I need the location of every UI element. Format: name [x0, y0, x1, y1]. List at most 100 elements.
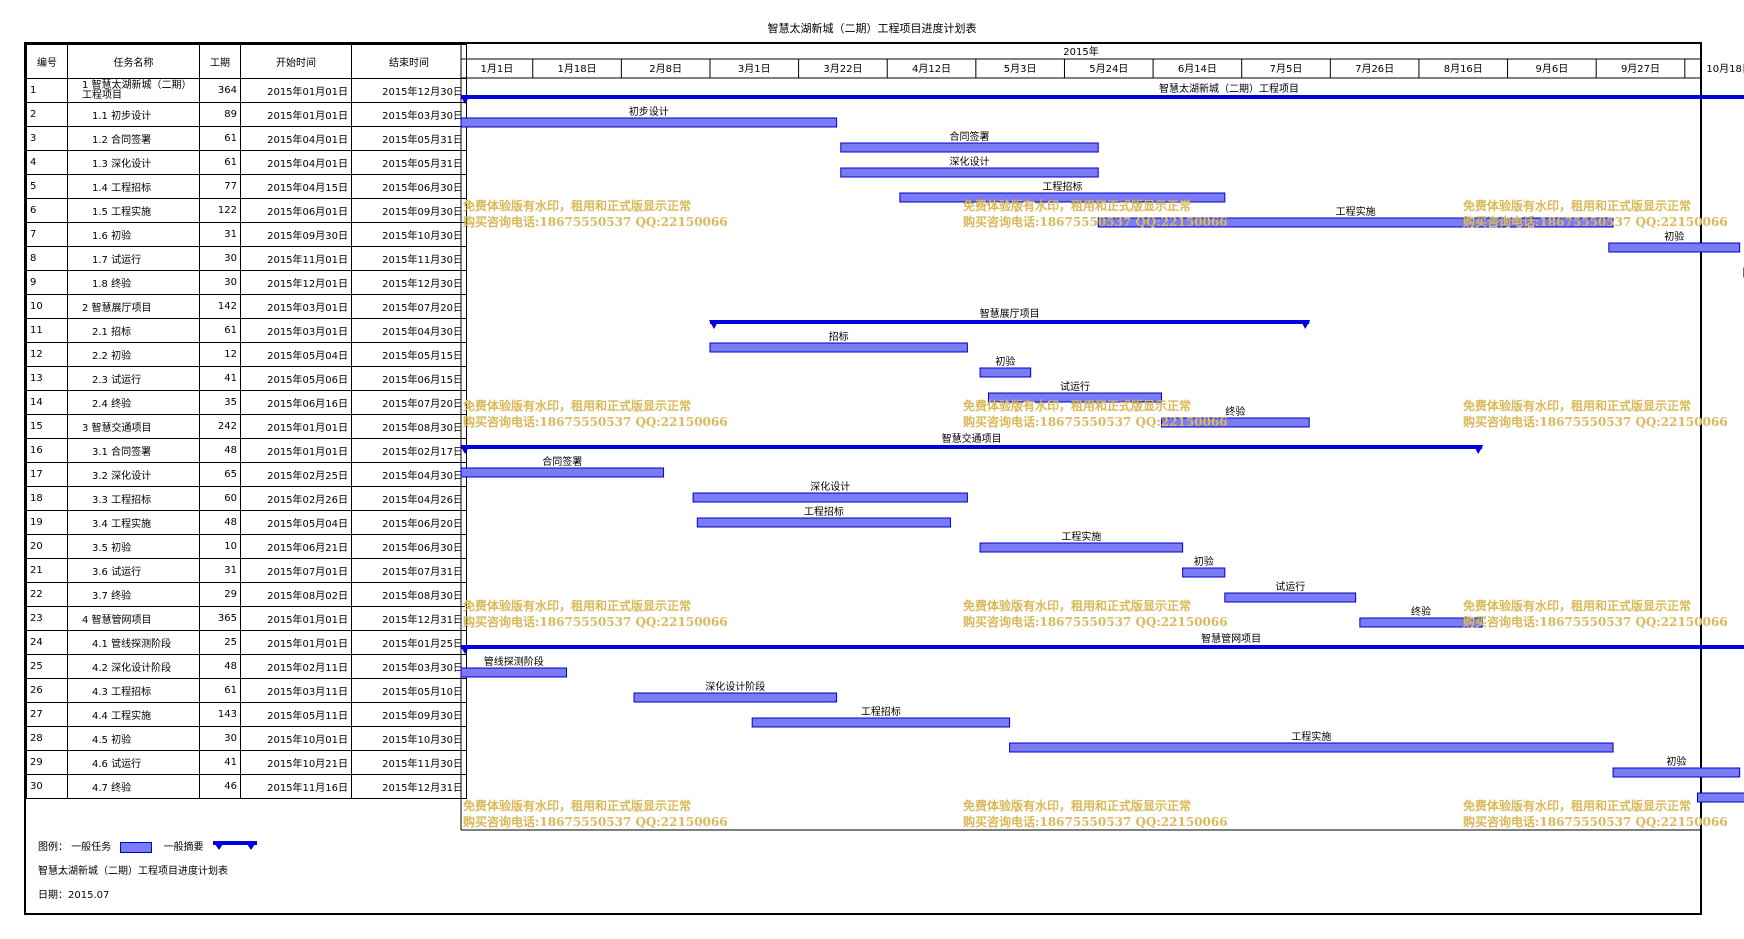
- task-id: 16: [26, 438, 68, 463]
- task-label: 试运行: [1060, 380, 1090, 393]
- task-bar: [1097, 217, 1614, 228]
- task-bar: [840, 142, 1099, 153]
- watermark-line2: 购买咨询电话:18675550537 QQ:22150066: [963, 415, 1228, 429]
- watermark: 免费体验版有水印，租用和正式版显示正常购买咨询电话:18675550537 QQ…: [1463, 598, 1728, 630]
- task-name: 4.7 终验: [67, 774, 200, 799]
- task-bar: [979, 367, 1032, 378]
- task-label: 工程实施: [1061, 530, 1101, 543]
- task-name: 3.5 初验: [67, 534, 200, 559]
- task-label: 深化设计: [810, 480, 850, 493]
- task-bar: [979, 542, 1184, 553]
- timeline-tick-label: 3月1日: [738, 63, 771, 75]
- task-duration: 61: [199, 150, 241, 175]
- task-start: 2015年08月02日: [240, 582, 352, 607]
- watermark-line1: 免费体验版有水印，租用和正式版显示正常: [1463, 199, 1692, 213]
- task-label: 初验: [995, 355, 1015, 368]
- task-end: 2015年09月30日: [351, 198, 467, 223]
- header-id: 编号: [26, 44, 68, 79]
- task-id: 26: [26, 678, 68, 703]
- task-end: 2015年07月31日: [351, 558, 467, 583]
- watermark: 免费体验版有水印，租用和正式版显示正常购买咨询电话:18675550537 QQ…: [463, 198, 728, 230]
- watermark: 免费体验版有水印，租用和正式版显示正常购买咨询电话:18675550537 QQ…: [463, 798, 728, 830]
- task-id: 27: [26, 702, 68, 727]
- summary-start-marker: [460, 95, 470, 104]
- legend-summary-label: 一般摘要: [163, 842, 204, 853]
- task-end: 2015年10月30日: [351, 726, 467, 751]
- task-bar: [1608, 242, 1741, 253]
- timeline-tick-label: 5月24日: [1089, 63, 1128, 75]
- table-header-row: 编号 任务名称 工期 开始时间 结束时间: [26, 44, 467, 79]
- task-name: 4.4 工程实施: [67, 702, 200, 727]
- task-end: 2015年03月30日: [351, 102, 467, 127]
- year-label: 2015年: [1063, 45, 1098, 58]
- task-id: 21: [26, 558, 68, 583]
- task-bar: [692, 492, 968, 503]
- task-label: 工程招标: [804, 505, 844, 518]
- task-start: 2015年10月21日: [240, 750, 352, 775]
- task-bar: [696, 517, 952, 528]
- task-label: 合同签署: [542, 455, 582, 468]
- task-id: 1: [26, 78, 68, 103]
- task-start: 2015年05月04日: [240, 342, 352, 367]
- watermark-line1: 免费体验版有水印，租用和正式版显示正常: [463, 799, 692, 813]
- watermark-line2: 购买咨询电话:18675550537 QQ:22150066: [463, 615, 728, 629]
- summary-end-marker: [1473, 445, 1484, 454]
- task-label: 工程实施: [1336, 205, 1376, 218]
- task-duration: 60: [199, 486, 241, 511]
- timeline-tick-label: 1月18日: [558, 63, 597, 75]
- task-bar: [1224, 592, 1357, 603]
- watermark-line2: 购买咨询电话:18675550537 QQ:22150066: [463, 815, 728, 829]
- watermark-line2: 购买咨询电话:18675550537 QQ:22150066: [1463, 415, 1728, 429]
- task-duration: 364: [199, 78, 241, 103]
- task-start: 2015年09月30日: [240, 222, 352, 247]
- task-id: 17: [26, 462, 68, 487]
- task-label: 合同签署: [950, 130, 990, 143]
- task-duration: 31: [199, 222, 241, 247]
- task-label: 工程招标: [861, 705, 901, 718]
- task-duration: 41: [199, 750, 241, 775]
- summary-bar: [461, 445, 1483, 449]
- footer-date: 日期：2015.07: [38, 890, 110, 901]
- watermark: 免费体验版有水印，租用和正式版显示正常购买咨询电话:18675550537 QQ…: [963, 798, 1228, 830]
- watermark-line1: 免费体验版有水印，租用和正式版显示正常: [463, 399, 692, 413]
- timeline-tick-label: 9月27日: [1621, 63, 1660, 75]
- footer-project: 智慧太湖新城（二期）工程项目进度计划表: [38, 866, 228, 877]
- summary-bar: [461, 95, 1744, 99]
- legend-task-swatch: [120, 841, 153, 853]
- task-label: 管线探测阶段: [484, 655, 544, 668]
- watermark-line1: 免费体验版有水印，租用和正式版显示正常: [1463, 599, 1692, 613]
- watermark: 免费体验版有水印，租用和正式版显示正常购买咨询电话:18675550537 QQ…: [463, 598, 728, 630]
- summary-label: 智慧管网项目: [1201, 632, 1261, 645]
- task-duration: 10: [199, 534, 241, 559]
- task-name: 4 智慧管网项目: [67, 606, 200, 631]
- legend: 图例： 一般任务 一般摘要: [38, 838, 257, 854]
- task-start: 2015年03月01日: [240, 318, 352, 343]
- task-duration: 48: [199, 510, 241, 535]
- task-end: 2015年04月30日: [351, 318, 467, 343]
- task-end: 2015年05月10日: [351, 678, 467, 703]
- watermark-line2: 购买咨询电话:18675550537 QQ:22150066: [1463, 815, 1728, 829]
- task-name: 1.2 合同签署: [67, 126, 200, 151]
- task-label: 初验: [1666, 755, 1686, 768]
- task-start: 2015年11月16日: [240, 774, 352, 799]
- watermark: 免费体验版有水印，租用和正式版显示正常购买咨询电话:18675550537 QQ…: [463, 398, 728, 430]
- header-name: 任务名称: [67, 44, 200, 79]
- watermark-line1: 免费体验版有水印，租用和正式版显示正常: [463, 199, 692, 213]
- task-end: 2015年04月30日: [351, 462, 467, 487]
- task-bar: [1359, 617, 1483, 628]
- task-bar: [1612, 767, 1741, 778]
- task-start: 2015年01月01日: [240, 606, 352, 631]
- watermark-line1: 免费体验版有水印，租用和正式版显示正常: [963, 199, 1192, 213]
- task-bar: [1696, 792, 1744, 803]
- timeline-tick-label: 3月22日: [823, 63, 862, 75]
- timeline-tick-label: 5月3日: [1004, 63, 1037, 75]
- task-duration: 46: [199, 774, 241, 799]
- task-id: 24: [26, 630, 68, 655]
- task-id: 30: [26, 774, 68, 799]
